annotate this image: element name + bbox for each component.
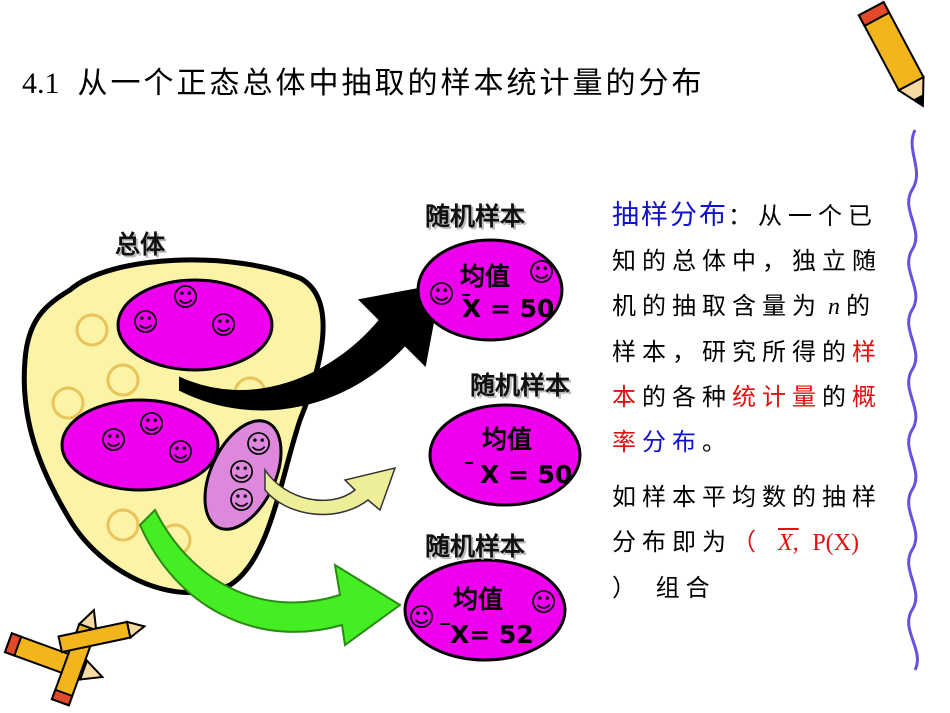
- smiley-icon: ☺: [100, 426, 128, 456]
- title-number: 4.1: [22, 67, 60, 100]
- smiley-icon: ☺: [428, 280, 456, 310]
- smiley-icon: ☺: [172, 283, 200, 313]
- desc-line-a: 从一个已知的总体中，独立随机的抽取含量为: [612, 202, 882, 320]
- green-arrow: [138, 508, 402, 647]
- desc-period: 。: [702, 428, 732, 456]
- yellow-arrow: [264, 466, 397, 516]
- example-paren-close: ）: [612, 574, 642, 602]
- smiley-icon: ☺: [528, 258, 556, 288]
- smiley-icon: ☺: [228, 458, 256, 488]
- population-sample-ellipse-1: [116, 278, 274, 372]
- spiral-binding: [907, 129, 919, 671]
- population-label: 总体: [115, 230, 166, 259]
- smiley-icon: ☺: [228, 486, 256, 516]
- example-pxbar: P(X): [812, 530, 859, 556]
- colon: ：: [728, 202, 758, 230]
- description-example: 如样本平均数的抽样分布即为（ X, P(X) ） 组合: [612, 475, 898, 611]
- population-sample-ellipse-2: [60, 398, 220, 492]
- smiley-icon: ☺: [167, 438, 195, 468]
- sample-2-mean-label: 均值: [482, 425, 533, 454]
- sample-ellipse-2: [428, 403, 582, 507]
- desc-line-c: 的各种: [642, 383, 732, 411]
- smiley-icon: ☺: [245, 430, 273, 460]
- desc-line-b: 的样本，研究所得的: [612, 292, 876, 366]
- sample-1-mean-label: 均值: [460, 262, 511, 291]
- smiley-icon: ☺: [138, 410, 166, 440]
- sample-3-label: 随机样本: [425, 532, 526, 561]
- term-sampling-distribution: 抽样分布: [612, 200, 728, 231]
- smiley-icon: ☺: [132, 308, 160, 338]
- smiley-icon: ☺: [530, 588, 558, 618]
- sample-ellipse-1: [416, 238, 564, 342]
- sample-ellipse-3: [403, 558, 567, 662]
- sample-3-value: X= 52: [450, 620, 534, 649]
- example-paren-open: （: [732, 530, 756, 556]
- example-combo: 组合: [655, 574, 716, 602]
- pencil-icon-top: [857, 0, 925, 108]
- sample-1-label: 随机样本: [425, 202, 526, 231]
- symbol-n: n: [828, 294, 840, 320]
- smiley-icon: ☺: [210, 311, 238, 341]
- example-xbar: X,: [778, 530, 799, 556]
- title-text: 从一个正态总体中抽取的样本统计量的分布: [77, 66, 705, 101]
- desc-sample: 样本: [612, 338, 882, 411]
- sample-3-mean-label: 均值: [453, 585, 504, 614]
- page-title: 4.1 从一个正态总体中抽取的样本统计量的分布: [22, 58, 705, 102]
- sample-2-label: 随机样本: [470, 371, 571, 400]
- sample-1-value: X = 50: [462, 294, 555, 323]
- desc-probability: 概率: [612, 383, 882, 456]
- sample-2-value: X = 50: [480, 460, 573, 489]
- desc-statistic: 统计量: [732, 383, 822, 411]
- pencil-icon-bottom-3: [57, 620, 147, 654]
- desc-de: 的: [822, 383, 852, 411]
- smiley-icon: ☺: [408, 603, 436, 633]
- black-arrow: [179, 283, 442, 411]
- example-text: 如样本平均数的抽样分布即为: [612, 483, 882, 556]
- desc-distribution: 分布: [642, 428, 702, 456]
